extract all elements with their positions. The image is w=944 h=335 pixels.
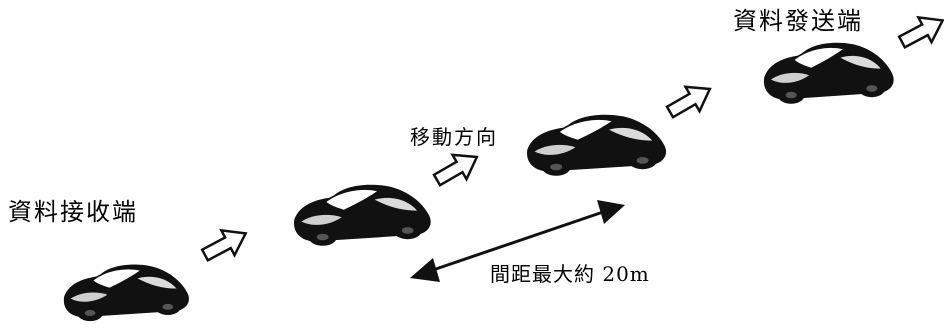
car-icon-receiver <box>63 263 190 322</box>
double-headed-arrow-icon <box>410 200 625 282</box>
car-icon-2 <box>293 183 432 247</box>
movement-arrow-icon-1 <box>197 219 254 269</box>
car-icon-sender <box>763 41 895 105</box>
receiver-label: 資料接收端 <box>8 198 138 226</box>
distance-label: 間距最大約 20m <box>490 262 650 286</box>
movement-arrow-icon-2 <box>428 143 486 194</box>
car-icon-3 <box>526 113 667 177</box>
sender-label: 資料發送端 <box>733 7 863 35</box>
movement-arrow-icon-3 <box>661 75 719 126</box>
direction-label: 移動方向 <box>410 125 498 149</box>
movement-arrow-icon-4 <box>894 6 944 56</box>
